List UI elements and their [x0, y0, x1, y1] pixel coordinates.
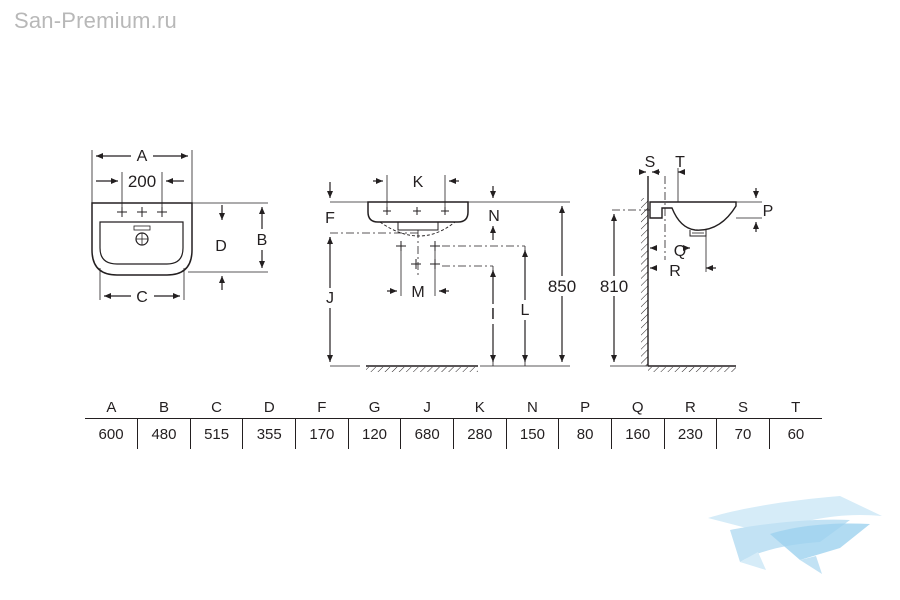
label-m: M: [411, 284, 424, 301]
label-b: B: [257, 232, 268, 249]
tap-hole-icons: [117, 207, 167, 217]
dimension-header-c: C: [190, 396, 243, 419]
profile-basin: [649, 201, 737, 231]
dimension-header-j: J: [400, 396, 454, 419]
label-p: P: [763, 203, 774, 220]
profile-view: [610, 168, 762, 372]
dimension-header-a: A: [85, 396, 138, 419]
dimension-header-q: Q: [611, 396, 665, 419]
dimension-value-t: 60: [768, 418, 822, 449]
dimension-header-d: D: [242, 396, 296, 419]
dimension-header-g: G: [348, 396, 401, 419]
label-f: F: [325, 210, 335, 227]
dimension-value-s: 70: [716, 418, 770, 449]
label-r: R: [669, 263, 681, 280]
basin-bowl: [99, 221, 184, 265]
mounting-points: [396, 241, 440, 269]
label-q: Q: [674, 243, 686, 260]
dimension-header-r: R: [664, 396, 717, 419]
brand-logo-icon: [708, 496, 882, 574]
dimension-value-d: 355: [242, 418, 296, 449]
dimension-value-q: 160: [610, 418, 665, 449]
side-view: [327, 175, 570, 372]
dimension-value-p: 80: [558, 418, 612, 449]
dimension-value-b: 480: [137, 418, 191, 449]
label-l: L: [521, 302, 530, 319]
label-d: D: [215, 238, 227, 255]
label-c: C: [136, 289, 148, 306]
dimension-header-p: P: [558, 396, 612, 419]
dimension-value-c: 515: [189, 418, 243, 449]
dimension-value-n: 150: [505, 418, 559, 449]
dimension-value-a: 600: [98, 425, 124, 443]
dimension-header-t: T: [769, 396, 822, 419]
label-j: J: [326, 290, 334, 307]
label-a: A: [137, 148, 148, 165]
site-watermark: San-Premium.ru: [14, 8, 177, 33]
label-k: K: [413, 174, 424, 191]
dimension-header-n: N: [506, 396, 559, 419]
dimension-value-j: 680: [400, 418, 454, 449]
label-s: S: [645, 154, 656, 171]
dimension-value-g: 120: [347, 418, 401, 449]
label-t: T: [675, 154, 685, 171]
dimension-header-k: K: [453, 396, 507, 419]
label-850: 850: [548, 277, 576, 296]
label-200: 200: [128, 172, 156, 191]
label-n: N: [488, 208, 500, 225]
dimension-value-f: 170: [295, 418, 349, 449]
dimension-value-k: 280: [452, 418, 507, 449]
dimension-header-f: F: [295, 396, 349, 419]
dimension-header-b: B: [137, 396, 191, 419]
dimension-header-s: S: [716, 396, 770, 419]
label-i: I: [491, 306, 495, 323]
front-view: [91, 150, 268, 300]
basin-outline: [91, 202, 193, 276]
label-810: 810: [600, 277, 628, 296]
dimension-value-r: 230: [663, 418, 717, 449]
side-basin: [367, 201, 469, 223]
